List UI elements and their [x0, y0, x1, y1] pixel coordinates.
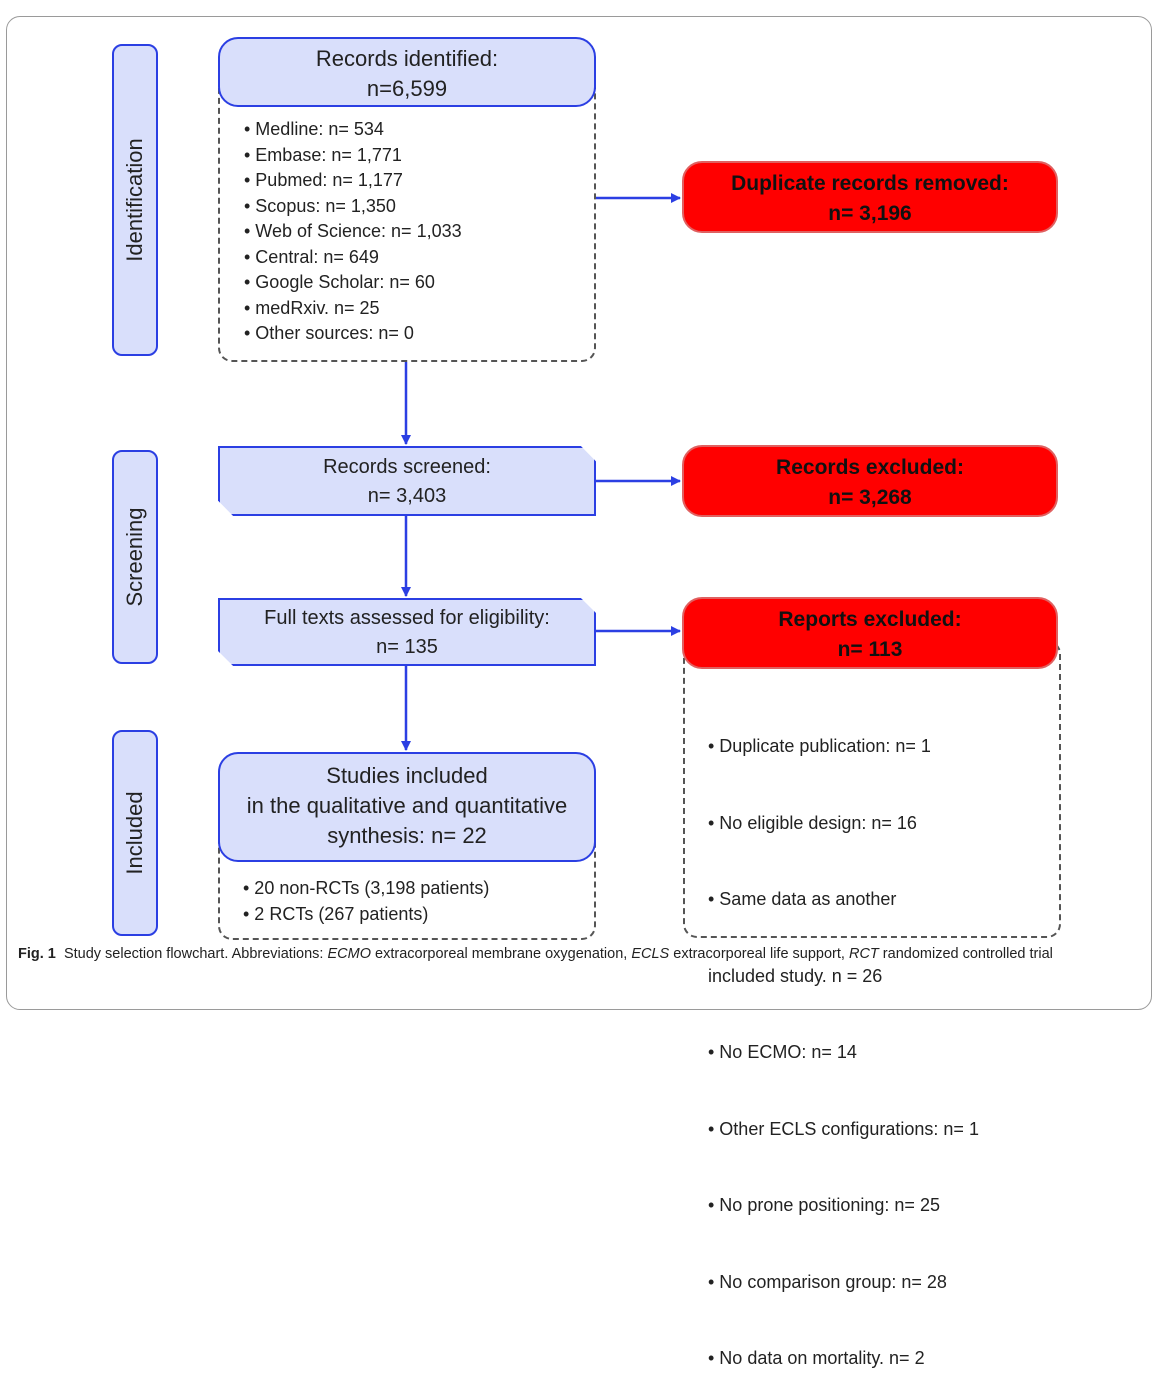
stage-included: Included — [112, 730, 158, 936]
exclusion-reason: • No ECMO: n= 14 — [708, 1042, 857, 1062]
stage-screening: Screening — [112, 450, 158, 664]
exclusion-reason: • Duplicate publication: n= 1 — [708, 736, 931, 756]
caption-title: Study selection flowchart. Abbreviations… — [63, 946, 328, 962]
records-screened-box: Records screened: n= 3,403 — [218, 446, 596, 516]
caption-abbr-ecls: ECLS — [631, 946, 670, 962]
records-screened-title: Records screened: — [323, 456, 491, 478]
studies-included-line2: in the qualitative and quantitative — [246, 793, 568, 818]
included-breakdown-item: • 20 non-RCTs (3,198 patients) — [243, 878, 490, 898]
records-excluded-count: n= 3,268 — [828, 486, 912, 509]
caption-def-rct: randomized controlled trial — [878, 946, 1053, 962]
records-screened-count: n= 3,403 — [367, 485, 447, 507]
full-texts-count: n= 135 — [376, 636, 438, 658]
stage-identification: Identification — [112, 44, 158, 356]
records-excluded-title: Records excluded: — [776, 456, 964, 479]
exclusion-reason: • Same data as another — [708, 889, 897, 909]
studies-included-box: Studies included in the qualitative and … — [218, 752, 596, 862]
exclusion-reason: included study. n = 26 — [708, 965, 883, 986]
exclusion-reason: • No comparison group: n= 28 — [708, 1271, 947, 1292]
reports-excluded-box: Reports excluded: n= 113 — [682, 597, 1058, 669]
reports-excluded-count: n= 113 — [837, 638, 903, 661]
caption-label: Fig. 1 — [18, 946, 56, 962]
full-texts-box: Full texts assessed for eligibility: n= … — [218, 598, 596, 666]
figure-caption: Fig. 1 Study selection flowchart. Abbrev… — [18, 944, 1138, 965]
records-identified-title: Records identified: — [315, 46, 499, 71]
caption-def-ecls: extracorporeal life support, — [669, 946, 849, 962]
source-item: • medRxiv. n= 25 — [244, 297, 380, 318]
caption-abbr-rct: RCT — [848, 946, 879, 962]
reports-excluded-title: Reports excluded: — [778, 608, 962, 631]
exclusion-reason: • No data on mortality. n= 2 — [708, 1348, 925, 1368]
caption-def-ecmo: extracorporeal membrane oxygenation, — [371, 946, 632, 962]
source-item: • Medline: n= 534 — [244, 119, 384, 139]
records-identified-box: Records identified: n=6,599 — [218, 37, 596, 107]
duplicates-removed-box: Duplicate records removed: n= 3,196 — [682, 161, 1058, 233]
studies-included-line1: Studies included — [326, 763, 488, 788]
included-breakdown-item: • 2 RCTs (267 patients) — [243, 903, 429, 924]
records-identified-count: n=6,599 — [366, 76, 448, 101]
figure-frame — [6, 16, 1152, 1010]
flow-arrows — [401, 193, 681, 751]
source-item: • Central: n= 649 — [244, 246, 379, 267]
exclusion-reasons-panel — [683, 640, 1061, 938]
source-item: • Embase: n= 1,771 — [244, 144, 402, 165]
caption-abbr-ecmo: ECMO — [327, 946, 372, 962]
duplicates-removed-title: Duplicate records removed: — [731, 172, 1009, 195]
source-item: • Scopus: n= 1,350 — [244, 195, 396, 216]
source-item: • Google Scholar: n= 60 — [244, 272, 435, 292]
source-item: • Pubmed: n= 1,177 — [244, 170, 403, 190]
records-excluded-box: Records excluded: n= 3,268 — [682, 445, 1058, 517]
source-item: • Web of Science: n= 1,033 — [244, 221, 462, 241]
exclusion-reason: • No prone positioning: n= 25 — [708, 1195, 940, 1215]
exclusion-reason: • No eligible design: n= 16 — [708, 812, 917, 833]
sources-list: • Medline: n= 534 • Embase: n= 1,771 • P… — [244, 117, 462, 347]
studies-included-line3: synthesis: n= 22 — [327, 823, 487, 848]
full-texts-title: Full texts assessed for eligibility: — [264, 607, 550, 629]
exclusion-reason: • Other ECLS configurations: n= 1 — [708, 1118, 979, 1139]
duplicates-removed-count: n= 3,196 — [828, 202, 912, 225]
source-item: • Other sources: n= 0 — [244, 323, 414, 343]
included-breakdown-list: • 20 non-RCTs (3,198 patients) • 2 RCTs … — [243, 876, 489, 927]
